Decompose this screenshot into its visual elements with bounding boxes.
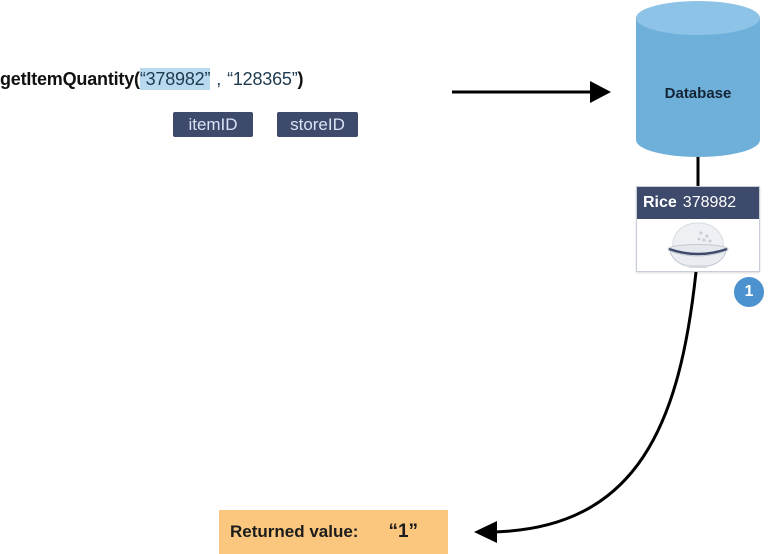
product-id: 378982: [682, 194, 737, 211]
rice-bowl-icon: [667, 222, 729, 268]
product-card: Rice 378982: [636, 186, 760, 272]
param-tag-store-id: storeID: [277, 112, 358, 137]
argument-store-id: “128365”: [227, 69, 298, 89]
function-name: getItemQuantity: [0, 69, 135, 89]
request-arrow: [452, 81, 611, 103]
database-label: Database: [664, 85, 732, 102]
param-tag-item-id: itemID: [173, 112, 253, 137]
function-call: getItemQuantity(“378982”,“128365”): [0, 66, 304, 92]
product-name: Rice: [643, 194, 677, 211]
returned-value-label: Returned value:: [230, 522, 359, 541]
returned-value-box: Returned value: “1”: [219, 510, 448, 554]
open-paren: (: [134, 69, 140, 89]
returned-value: “1”: [388, 521, 419, 542]
database-icon: [636, 1, 760, 157]
return-arrow: [474, 271, 698, 543]
argument-item-id: “378982”: [139, 68, 211, 90]
quantity-badge: 1: [731, 274, 767, 310]
product-card-header: Rice 378982: [637, 187, 759, 219]
close-paren: ): [297, 69, 304, 89]
argument-separator: ,: [216, 69, 222, 89]
